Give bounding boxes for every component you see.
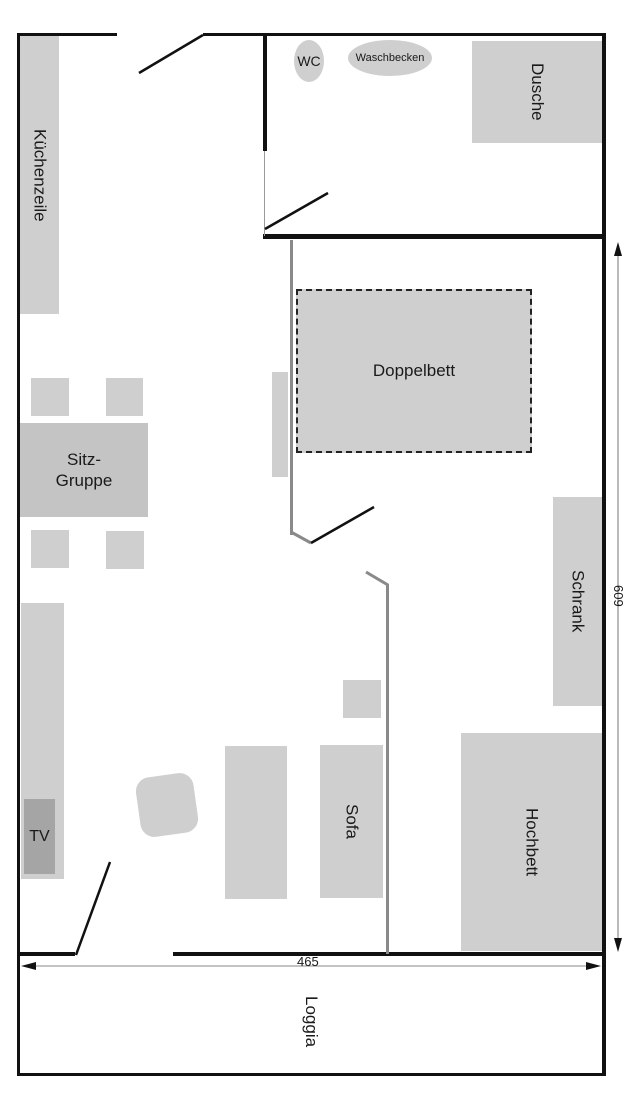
- loggia-wall-left: [17, 952, 75, 956]
- loggia-label: Loggia: [302, 996, 321, 1048]
- shower: Dusche: [472, 41, 602, 143]
- dining-table: Sitz- Gruppe: [20, 423, 148, 517]
- double-bed-label: Doppelbett: [372, 361, 456, 380]
- bedside-shelf: [272, 372, 288, 477]
- outer-wall-right: [602, 33, 606, 1076]
- dimension-length-label: 609: [611, 585, 626, 607]
- tv: TV: [24, 799, 55, 874]
- bedroom-door[interactable]: [310, 505, 375, 545]
- arrow-left-icon: [21, 962, 36, 970]
- bathroom-wall-left-thin: [264, 151, 265, 236]
- coffee-table: [225, 746, 287, 899]
- side-table: [343, 680, 381, 718]
- sink: Waschbecken: [348, 40, 432, 76]
- wardrobe-label: Schrank: [568, 570, 588, 633]
- chair-bottom-left: [31, 530, 69, 568]
- kitchenette: Küchenzeile: [20, 36, 59, 314]
- sink-label: Waschbecken: [355, 52, 425, 64]
- kitchenette-label: Küchenzeile: [30, 128, 50, 222]
- arrow-up-icon: [614, 242, 622, 256]
- arrow-right-icon: [586, 962, 601, 970]
- bathroom-wall-left: [263, 33, 267, 151]
- chair-bottom-right: [106, 531, 144, 569]
- outer-wall-left: [17, 33, 20, 1076]
- loft-bed-label: Hochbett: [522, 807, 542, 877]
- seating-group-label-line2: Gruppe: [55, 471, 113, 490]
- bathroom-door[interactable]: [264, 191, 329, 231]
- dimension-width-label: 465: [297, 954, 319, 969]
- wc: WC: [294, 40, 324, 82]
- wc-label: WC: [297, 53, 321, 69]
- bathroom-wall-bottom: [263, 234, 606, 239]
- shower-label: Dusche: [528, 63, 547, 121]
- chair-top-left: [31, 378, 69, 416]
- outer-wall-top-right: [203, 33, 605, 36]
- seating-group-label-line1: Sitz-: [67, 450, 101, 469]
- outer-wall-bottom: [17, 1073, 606, 1076]
- bedroom-partition-upper: [290, 240, 293, 535]
- wardrobe: Schrank: [553, 497, 602, 706]
- arrow-down-icon: [614, 938, 622, 952]
- bedroom-partition-corner: [290, 530, 312, 545]
- double-bed: Doppelbett: [296, 289, 532, 453]
- tv-label: TV: [29, 827, 50, 845]
- living-partition-corner: [365, 570, 389, 587]
- loggia-wall-right: [173, 952, 606, 956]
- bedroom-partition-lower: [386, 584, 389, 954]
- loft-bed: Hochbett: [461, 733, 602, 951]
- outer-wall-top-left: [17, 33, 117, 36]
- sofa-label: Sofa: [342, 804, 362, 839]
- entrance-door[interactable]: [138, 33, 204, 75]
- sofa: Sofa: [320, 745, 383, 898]
- chair-top-right: [106, 378, 143, 416]
- armchair: [134, 771, 200, 839]
- loggia-door[interactable]: [74, 861, 112, 956]
